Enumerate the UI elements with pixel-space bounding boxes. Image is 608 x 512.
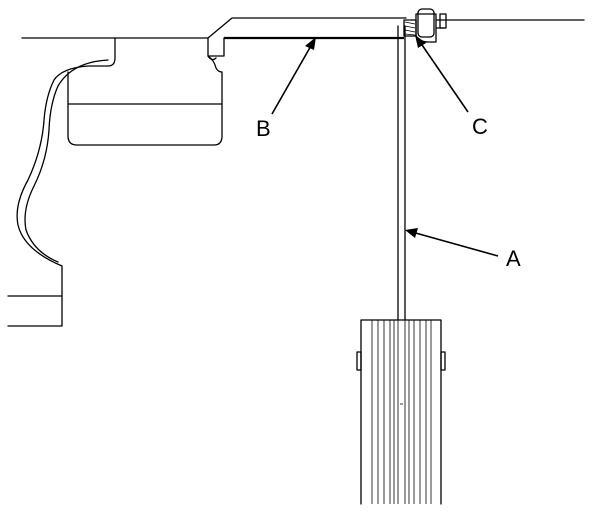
rod-a bbox=[397, 25, 406, 321]
lower-container bbox=[356, 319, 446, 505]
callout-label-c: C bbox=[472, 114, 488, 139]
callout-arrow-c bbox=[415, 35, 469, 113]
clamp-c bbox=[403, 8, 585, 43]
callout-label-a: A bbox=[506, 246, 521, 271]
callout-arrow-b bbox=[271, 37, 316, 115]
bracket-b bbox=[207, 17, 407, 61]
left-housing bbox=[7, 37, 223, 327]
callout-arrow-a bbox=[405, 228, 499, 257]
callout-label-b: B bbox=[256, 116, 271, 141]
